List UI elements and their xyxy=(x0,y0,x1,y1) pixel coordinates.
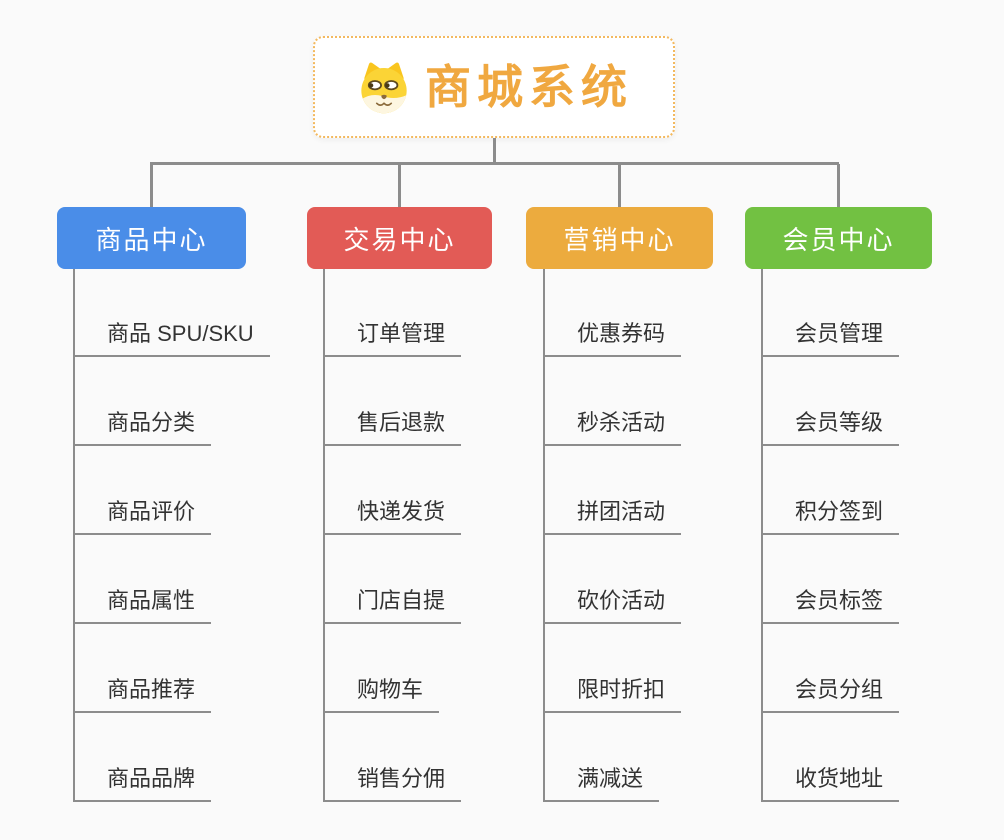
branch-label: 会员中心 xyxy=(782,224,895,255)
branch-label: 营销中心 xyxy=(563,224,676,255)
leaf-node[interactable]: 秒杀活动 xyxy=(543,410,682,446)
leaf-node[interactable]: 快递发货 xyxy=(323,499,462,535)
leaf-node[interactable]: 砍价活动 xyxy=(543,588,682,624)
connector-bus xyxy=(150,162,839,165)
root-title: 商城系统 xyxy=(425,61,633,113)
connector-root-drop xyxy=(493,138,496,165)
leaf-node[interactable]: 优惠券码 xyxy=(543,321,682,357)
leaf-node[interactable]: 销售分佣 xyxy=(323,766,462,802)
leaf-node[interactable]: 收货地址 xyxy=(761,766,900,802)
column-connector-line xyxy=(323,269,325,802)
connector-drop-product xyxy=(150,164,153,207)
leaf-column-trade: 订单管理 售后退款 快递发货 门店自提 购物车 销售分佣 xyxy=(323,269,563,814)
connector-drop-member xyxy=(837,164,840,207)
leaf-node[interactable]: 商品 SPU/SKU xyxy=(73,321,270,357)
root-node[interactable]: 商城系统 xyxy=(313,36,675,138)
leaf-node[interactable]: 会员分组 xyxy=(761,677,900,713)
leaf-node[interactable]: 商品分类 xyxy=(73,410,212,446)
branch-node-member[interactable]: 会员中心 xyxy=(745,207,932,269)
leaf-node[interactable]: 商品品牌 xyxy=(73,766,212,802)
connector-drop-marketing xyxy=(618,164,621,207)
leaf-node[interactable]: 购物车 xyxy=(323,677,440,713)
column-connector-line xyxy=(73,269,75,802)
leaf-node[interactable]: 会员标签 xyxy=(761,588,900,624)
leaf-column-marketing: 优惠券码 秒杀活动 拼团活动 砍价活动 限时折扣 满减送 xyxy=(543,269,783,814)
leaf-node[interactable]: 门店自提 xyxy=(323,588,462,624)
column-connector-line xyxy=(543,269,545,802)
connector-drop-trade xyxy=(398,164,401,207)
leaf-node[interactable]: 商品评价 xyxy=(73,499,212,535)
branch-node-product[interactable]: 商品中心 xyxy=(57,207,246,269)
leaf-node[interactable]: 限时折扣 xyxy=(543,677,682,713)
branch-node-trade[interactable]: 交易中心 xyxy=(307,207,492,269)
leaf-column-product: 商品 SPU/SKU 商品分类 商品评价 商品属性 商品推荐 商品品牌 xyxy=(73,269,313,814)
leaf-node[interactable]: 售后退款 xyxy=(323,410,462,446)
leaf-node[interactable]: 订单管理 xyxy=(323,321,462,357)
branch-node-marketing[interactable]: 营销中心 xyxy=(526,207,713,269)
column-connector-line xyxy=(761,269,763,802)
leaf-node[interactable]: 积分签到 xyxy=(761,499,900,535)
leaf-node[interactable]: 拼团活动 xyxy=(543,499,682,535)
leaf-node[interactable]: 会员管理 xyxy=(761,321,900,357)
dog-face-icon xyxy=(355,58,413,116)
leaf-column-member: 会员管理 会员等级 积分签到 会员标签 会员分组 收货地址 xyxy=(761,269,1001,814)
leaf-node[interactable]: 会员等级 xyxy=(761,410,900,446)
branch-label: 商品中心 xyxy=(95,224,208,255)
leaf-node[interactable]: 满减送 xyxy=(543,766,660,802)
leaf-node[interactable]: 商品推荐 xyxy=(73,677,212,713)
leaf-node[interactable]: 商品属性 xyxy=(73,588,212,624)
branch-label: 交易中心 xyxy=(343,224,456,255)
